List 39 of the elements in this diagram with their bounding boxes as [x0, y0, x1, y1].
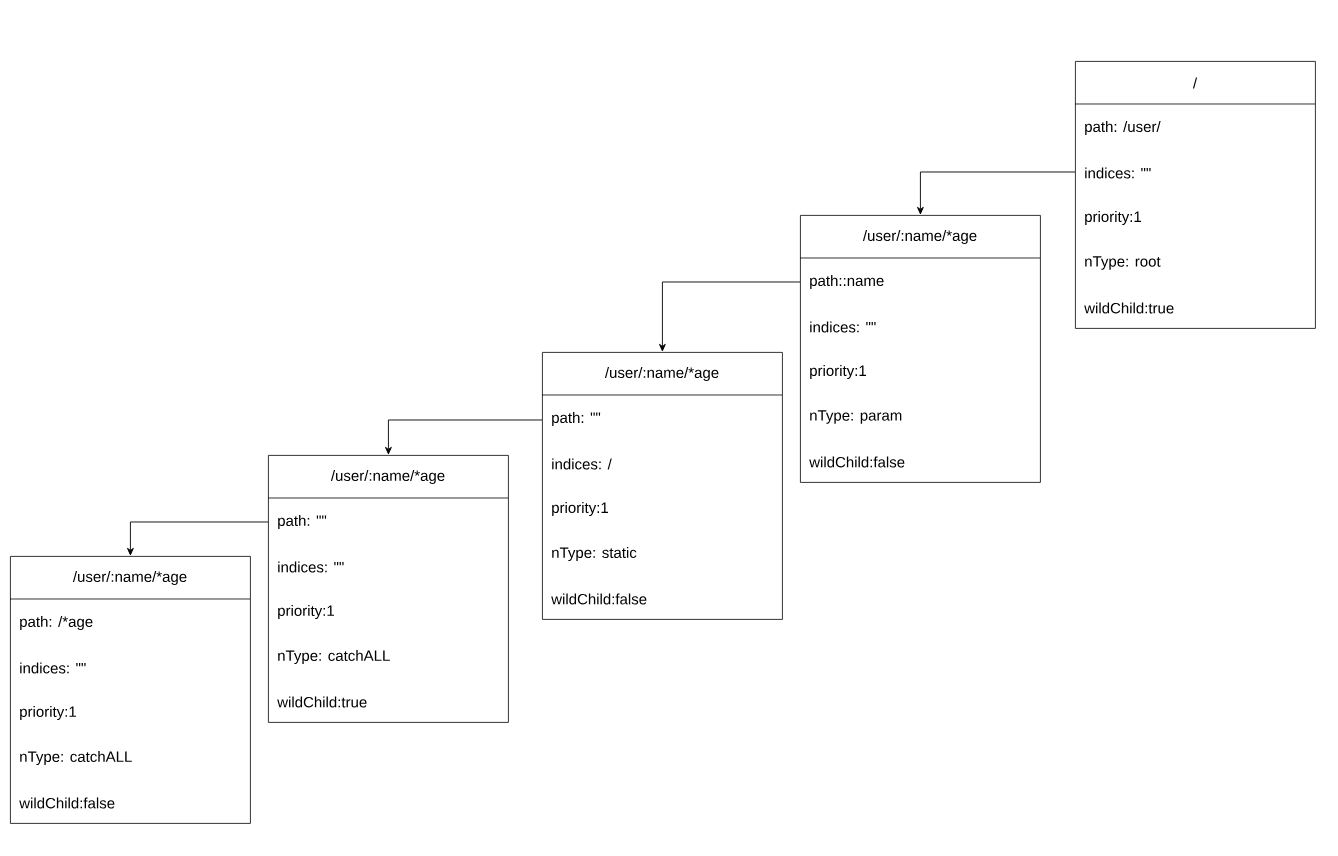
field-text: wildChild:false [19, 797, 115, 809]
header-text: /user/:name/*age [72, 571, 187, 585]
field-text: indices: "" [810, 321, 876, 333]
header-text: / [1192, 77, 1198, 89]
field-text: wildChild:true [277, 696, 367, 708]
field-text: priority:1 [552, 502, 608, 516]
header-text: /user/:name/*age [862, 230, 977, 244]
field-text: path: "" [552, 412, 601, 426]
field-text: wildChild:false [809, 456, 905, 468]
class-box [1074, 61, 1316, 329]
field-text: path: /*age [20, 616, 93, 630]
field-text: path::name [810, 275, 884, 289]
field-text: nType: catchALL [20, 751, 132, 765]
field-text: nType: static [552, 547, 637, 561]
field-text: path: "" [278, 515, 327, 529]
field-text: indices: / [552, 458, 612, 470]
arrow [127, 521, 269, 556]
arrow [659, 281, 801, 352]
class-box [267, 455, 509, 723]
header-text: /user/:name/*age [330, 470, 445, 484]
field-text: nType: param [810, 410, 902, 424]
class-box [541, 352, 783, 620]
field-text: priority:1 [20, 706, 76, 720]
class-box [799, 215, 1041, 483]
field-text: priority:1 [810, 365, 866, 379]
field-text: wildChild:false [551, 593, 647, 605]
field-text: indices: "" [1085, 167, 1151, 179]
class-box [9, 556, 251, 824]
arrow [917, 171, 1076, 215]
field-text: nType: catchALL [278, 650, 390, 664]
arrow [385, 419, 543, 455]
field-text: indices: "" [278, 561, 344, 573]
field-text: nType: root [1085, 256, 1161, 270]
field-text: wildChild:true [1084, 302, 1174, 314]
field-text: indices: "" [20, 662, 86, 674]
field-text: priority:1 [278, 605, 334, 619]
header-text: /user/:name/*age [604, 367, 719, 381]
field-text: path: /user/ [1085, 121, 1161, 135]
field-text: priority:1 [1085, 211, 1141, 225]
